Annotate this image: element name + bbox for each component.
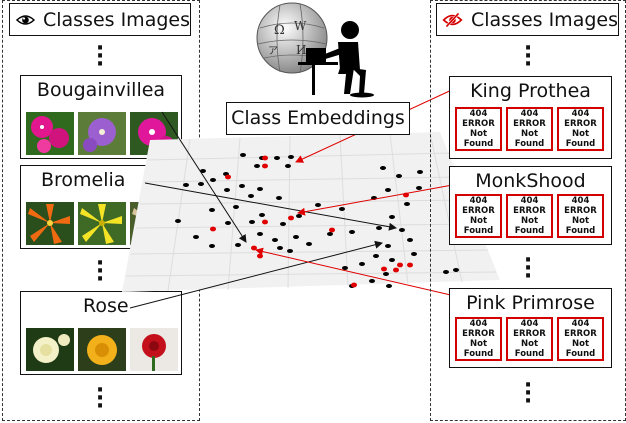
ellipsis: ··· (523, 248, 533, 289)
seen-mapping-arrows (129, 111, 397, 309)
seen-classes-header: Classes Images (9, 3, 191, 36)
class-embeddings-label: Class Embeddings (226, 102, 410, 135)
flower-image (26, 202, 74, 245)
class-name: Pink Primrose (466, 292, 595, 314)
class-name: King Prothea (470, 80, 591, 102)
ellipsis: ··· (523, 373, 533, 414)
class-name: Rose (83, 295, 129, 317)
class-name: MonkShood (475, 170, 586, 192)
flower-image (78, 328, 126, 371)
seen-class-points (175, 153, 459, 288)
class-card-rose: Rose (20, 291, 182, 375)
eye-icon (16, 14, 35, 25)
flower-image (26, 112, 74, 155)
class-name: Bougainvillea (36, 79, 166, 101)
ellipsis: ··· (523, 36, 533, 77)
svg-text:W: W (294, 19, 307, 33)
eye-slash-icon (442, 11, 463, 28)
ellipsis: ··· (95, 378, 105, 419)
person-at-computer-icon (298, 21, 374, 98)
embedding-plane (122, 132, 500, 292)
flower-image (78, 112, 126, 155)
unseen-classes-title: Classes Images (470, 8, 618, 31)
svg-text:Ω: Ω (274, 23, 285, 38)
flower-image (130, 328, 178, 371)
flower-image (26, 328, 74, 371)
svg-text:ア: ア (268, 46, 278, 57)
class-name: Bromelia (41, 169, 126, 191)
flower-image (78, 202, 126, 245)
seen-classes-title: Classes Images (42, 8, 190, 31)
unseen-classes-header: Classes Images (436, 3, 619, 36)
ellipsis: ··· (95, 251, 105, 292)
svg-text:И: И (296, 43, 306, 57)
ellipsis: ··· (95, 36, 105, 77)
